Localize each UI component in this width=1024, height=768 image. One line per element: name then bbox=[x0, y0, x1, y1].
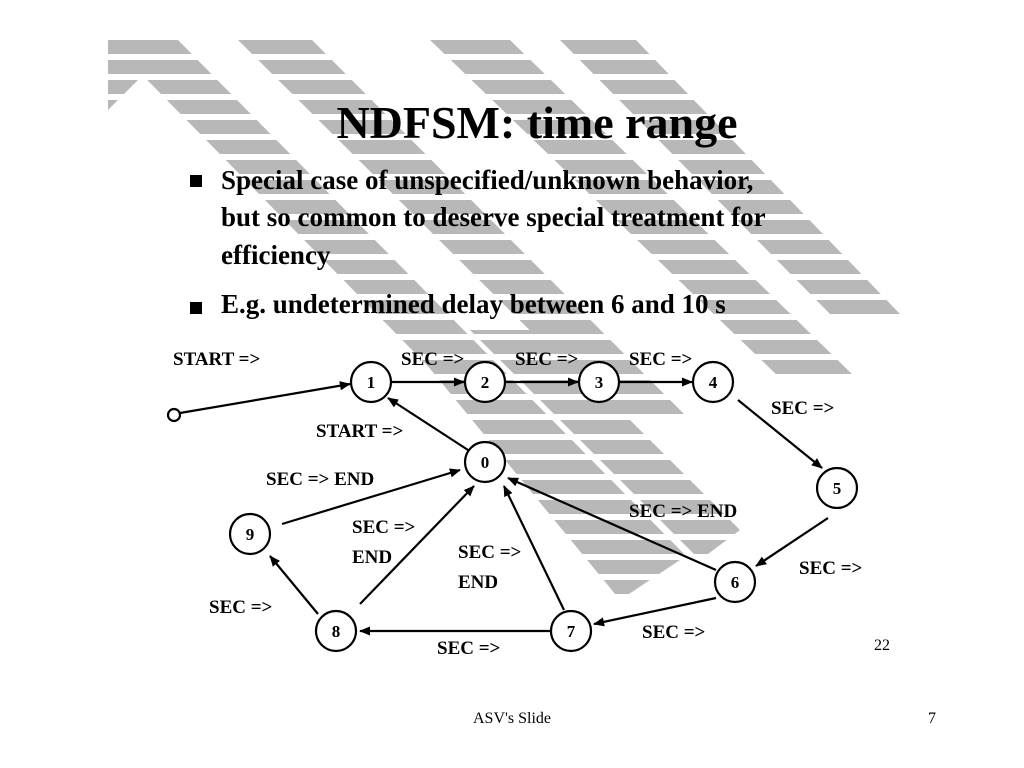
state-8-label: 8 bbox=[332, 622, 341, 641]
state-3-label: 3 bbox=[595, 373, 604, 392]
state-9 bbox=[228, 512, 272, 556]
bullet-marker bbox=[190, 175, 202, 187]
label-9-0: SEC => END bbox=[266, 469, 374, 490]
initial-state-dot bbox=[166, 407, 182, 423]
label-6-7: SEC => bbox=[642, 622, 705, 643]
state-2 bbox=[463, 360, 507, 404]
state-9-label: 9 bbox=[246, 525, 255, 544]
edge-5-6 bbox=[755, 517, 829, 567]
state-5 bbox=[815, 466, 859, 510]
fsm-states bbox=[228, 360, 859, 653]
bullet-2-line-1: E.g. undetermined delay between 6 and 10… bbox=[221, 289, 726, 319]
label-7-0-line-2: END bbox=[458, 572, 498, 593]
edge-start-1 bbox=[179, 381, 351, 415]
state-3 bbox=[577, 360, 621, 404]
state-0-label: 0 bbox=[481, 453, 490, 472]
edge-8-9 bbox=[269, 555, 319, 615]
label-0-1: START => bbox=[316, 421, 403, 442]
inner-page-number: 22 bbox=[874, 637, 890, 654]
label-8-0-line-1: SEC => bbox=[352, 517, 415, 538]
label-8-9: SEC => bbox=[209, 597, 272, 618]
background-stripes bbox=[108, 40, 900, 600]
label-8-0-line-2: END bbox=[352, 547, 392, 568]
label-5-6: SEC => bbox=[799, 558, 862, 579]
slide-title: NDFSM: time range bbox=[336, 97, 737, 148]
state-2-label: 2 bbox=[481, 373, 490, 392]
state-4 bbox=[691, 360, 735, 404]
edge-0-1 bbox=[387, 397, 469, 451]
edge-9-0 bbox=[281, 468, 461, 526]
bullet-1-line-1: Special case of unspecified/unknown beha… bbox=[221, 165, 753, 195]
label-6-0: SEC => END bbox=[629, 501, 737, 522]
state-5-label: 5 bbox=[833, 479, 842, 498]
state-1-label: 1 bbox=[367, 373, 376, 392]
bullet-1-line-2: but so common to deserve special treatme… bbox=[221, 202, 766, 232]
edge-8-0 bbox=[359, 485, 475, 605]
label-4-5: SEC => bbox=[771, 398, 834, 419]
label-1-2: SEC => bbox=[401, 349, 464, 370]
transition-labels: START => SEC => SEC => SEC => SEC => SEC… bbox=[173, 349, 862, 659]
edge-4-5 bbox=[737, 399, 823, 469]
state-labels: 1 2 3 4 5 6 7 8 9 0 bbox=[246, 373, 842, 641]
edge-6-7 bbox=[593, 596, 717, 627]
edge-7-0 bbox=[503, 485, 565, 611]
footer-title: ASV's Slide bbox=[473, 710, 551, 727]
footer-page-number: 7 bbox=[928, 710, 936, 727]
label-7-8: SEC => bbox=[437, 638, 500, 659]
label-2-3: SEC => bbox=[515, 349, 578, 370]
state-7-label: 7 bbox=[567, 622, 576, 641]
state-0 bbox=[463, 440, 507, 484]
state-8 bbox=[314, 609, 358, 653]
edge-6-0 bbox=[507, 476, 717, 572]
bullet-marker bbox=[190, 302, 202, 314]
label-3-4: SEC => bbox=[629, 349, 692, 370]
state-6 bbox=[713, 560, 757, 604]
fsm-edges bbox=[166, 377, 829, 636]
bullet-1-line-3: efficiency bbox=[221, 240, 331, 270]
state-6-label: 6 bbox=[731, 573, 740, 592]
label-start-1: START => bbox=[173, 349, 260, 370]
state-1 bbox=[349, 360, 393, 404]
state-7 bbox=[549, 609, 593, 653]
state-4-label: 4 bbox=[709, 373, 718, 392]
label-7-0-line-1: SEC => bbox=[458, 542, 521, 563]
